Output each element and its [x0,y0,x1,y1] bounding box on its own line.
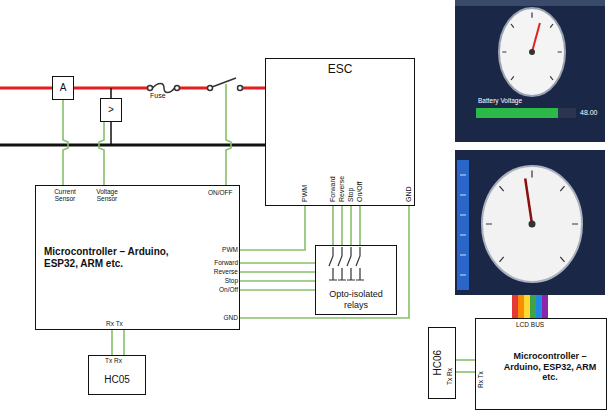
node-text: ESC [328,63,353,77]
battery-gauge-screen [476,108,558,118]
signal-wire [456,371,475,373]
node-text: HC06 [432,350,444,376]
battery-gauge-screen [499,8,565,96]
signal-wire [99,122,104,185]
fuse-symbol [148,84,180,93]
negative-wire [0,144,265,147]
pin-label: Reverse [338,176,346,202]
signal-wire [111,330,113,355]
pin-label: GND [224,314,238,321]
pin-label: ON/OFF [208,189,233,196]
ammeter-box: A [52,76,74,100]
pin-label: Forward [329,176,337,202]
pin-label: On/Off [356,182,364,203]
part-label: Fuse [150,92,166,100]
relay-box: Opto-isolated relays [315,245,397,315]
switch-symbol [208,86,213,91]
microcontroller-box: Microcontroller – Arduino, ESP32, ARM et… [35,185,240,330]
relay-symbol [329,247,337,280]
display-text: Battery Voltage [478,97,522,104]
relay-symbol [338,247,346,280]
signal-wire [240,271,315,273]
fuse-symbol [153,84,175,93]
battery-gauge-screen [502,12,561,80]
node-text: A [60,82,67,94]
pin-label: Current Sensor [48,188,82,203]
signal-wire [350,206,352,245]
ribbon-cable [530,295,536,318]
voltmeter-box: > [100,98,122,122]
node-text: Opto-isolated relays [319,289,393,310]
ribbon-cable [518,295,524,318]
battery-gauge-screen [476,108,576,118]
ribbon-cable [512,295,548,318]
current-gauge-screen [457,160,469,290]
battery-gauge-screen [529,49,535,55]
signal-wire [240,262,315,264]
switch-symbol [212,78,236,87]
pin-label: PWM [222,246,238,253]
signal-wire [240,289,315,291]
node-text: HC05 [104,374,130,386]
current-gauge-screen [529,221,536,228]
current-gauge-screen [525,179,532,225]
node-text: Microcontroller – Arduino, ESP32, ARM et… [498,351,602,382]
switch-symbol [238,86,243,91]
signal-wire [240,280,315,282]
pin-label: Stop [347,188,355,202]
pin-label: On/Off [219,286,238,293]
pin-label: PWM [301,185,309,202]
node-text: Microcontroller – Arduino, ESP32, ARM et… [44,246,179,269]
signal-wire [332,206,334,245]
current-gauge-screen [482,166,582,282]
switch-control-wire [226,84,231,185]
fuse-symbol [148,86,153,91]
current-gauge-screen [455,150,605,295]
pin-label: Voltage Sensor [90,188,124,203]
pin-label: Reverse [214,268,238,275]
signal-wire [359,206,361,245]
display-microcontroller-box: Microcontroller – Arduino, ESP32, ARM et… [475,318,607,410]
pin-label: LCD BUS [516,321,544,328]
battery-gauge-screen [455,0,605,142]
ribbon-cable [536,295,542,318]
ribbon-cable [524,295,530,318]
negative-wire [0,144,265,147]
current-gauge-screen [455,150,605,295]
switch-control-wire [226,84,231,185]
pin-label: GND [405,186,413,202]
ribbon-cable [542,295,548,318]
pin-label: Tx Rx [105,357,122,364]
signal-wire [240,206,305,250]
node-text: > [108,104,114,116]
battery-gauge-screen [455,0,605,142]
pin-label: Tx Rx [446,368,453,385]
switch-symbol [208,78,243,91]
relay-symbol [347,247,355,280]
signal-wire [63,100,68,185]
relay-symbol [356,247,364,280]
pin-label: Rx Tx [106,320,123,327]
battery-gauge-screen [532,23,540,52]
display-text: 48.00 [580,109,598,117]
signal-wire [341,206,343,245]
fuse-symbol [175,86,180,91]
signal-wire [456,359,475,361]
ribbon-cable [512,295,518,318]
relay-symbol [329,247,364,280]
pin-label: Stop [225,277,238,284]
signal-wire [123,330,125,355]
signal-wire [240,206,409,318]
pin-label: Forward [214,259,238,266]
pin-label: Rx Tx [477,371,484,388]
bluetooth-module: HC06 [428,327,456,399]
battery-gauge-screen [455,0,605,6]
current-gauge-screen [460,175,466,275]
current-gauge-screen [486,171,578,262]
